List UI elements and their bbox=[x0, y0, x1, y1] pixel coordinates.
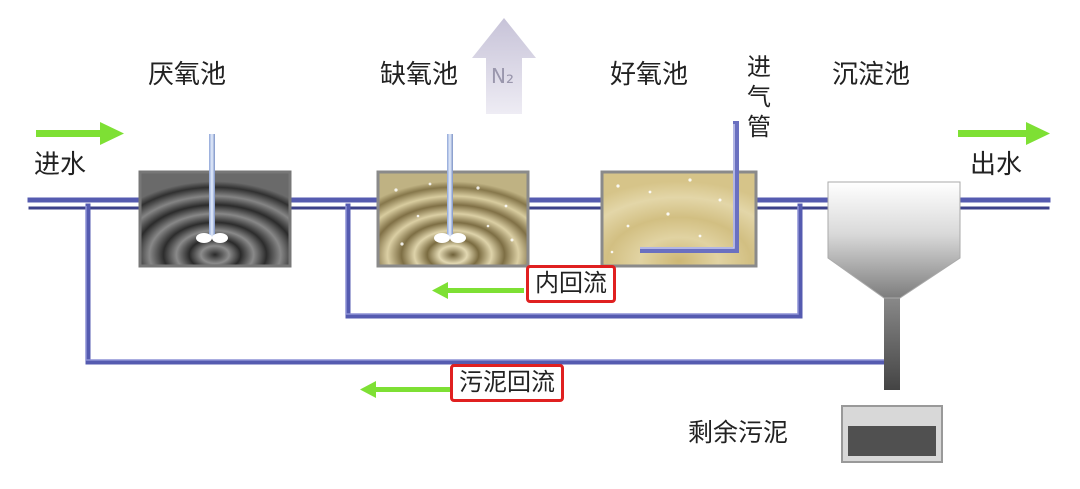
mixer-shaft bbox=[209, 134, 215, 238]
anaerobic-tank-label: 厌氧池 bbox=[148, 60, 227, 90]
mixer-blade bbox=[434, 233, 450, 243]
clarifier bbox=[827, 181, 961, 390]
outlet-label: 出水 bbox=[970, 150, 1023, 180]
sludge-recycle-tag: 污泥回流 bbox=[450, 364, 564, 402]
sludge-recycle-pipe bbox=[85, 203, 895, 365]
mixer-blade bbox=[450, 233, 466, 243]
n2-gas-arrow bbox=[472, 18, 536, 114]
internal-recycle-arrow bbox=[432, 282, 524, 299]
mixer-shaft bbox=[447, 134, 453, 238]
excess-sludge-bin bbox=[841, 405, 943, 463]
outlet-arrow bbox=[958, 122, 1050, 145]
anoxic-tank-label: 缺氧池 bbox=[380, 60, 459, 90]
internal-recycle-pipe bbox=[345, 203, 803, 319]
internal-recycle-tag: 内回流 bbox=[526, 265, 616, 303]
air-pipe-char: 管 bbox=[747, 113, 771, 141]
excess-sludge-label: 剩余污泥 bbox=[688, 418, 789, 447]
air-pipe-char: 进 bbox=[747, 53, 771, 81]
clarifier-label: 沉淀池 bbox=[832, 60, 911, 90]
n2-gas-label: N₂ bbox=[491, 64, 514, 88]
anaerobic-tank bbox=[138, 134, 292, 268]
air-pipe-label: 进 气 管 bbox=[745, 52, 773, 142]
mixer-blade bbox=[196, 233, 212, 243]
inlet-label: 进水 bbox=[34, 150, 87, 180]
air-pipe-char: 气 bbox=[747, 83, 771, 111]
sludge-recycle-arrow bbox=[360, 381, 450, 398]
mixer-blade bbox=[212, 233, 228, 243]
anoxic-tank bbox=[376, 134, 530, 268]
inlet-arrow bbox=[36, 122, 124, 145]
clarifier-outlet-pipe bbox=[884, 296, 900, 390]
aerobic-tank-label: 好氧池 bbox=[610, 60, 689, 90]
